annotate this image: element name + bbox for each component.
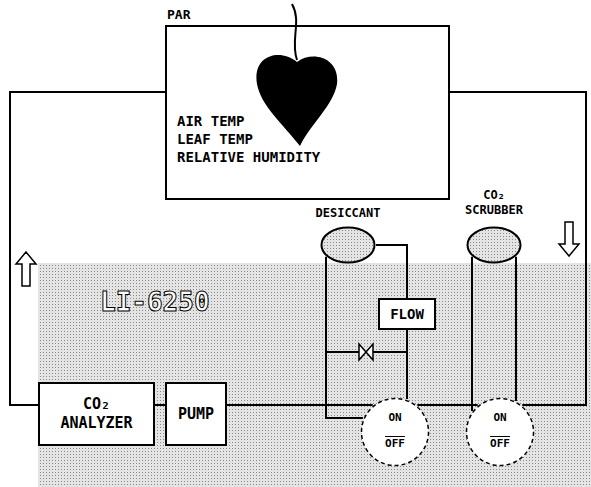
tube-connector: [155, 404, 165, 406]
leaf: [256, 55, 337, 146]
tube-connector: [471, 257, 473, 411]
analyzer-box: CO₂ ANALYZER: [38, 382, 155, 446]
leaf-stem: [292, 4, 297, 60]
tank-outline: [320, 226, 376, 264]
node-label: CO₂ ANALYZER: [52, 395, 142, 433]
node-label: ON: [465, 411, 535, 424]
tube-connector: [417, 404, 477, 406]
node-label: RELATIVE HUMIDITY: [177, 148, 320, 166]
valve-symbol: [359, 344, 373, 360]
node-label: LI-6250: [100, 287, 210, 317]
node-label: AIR TEMP: [177, 112, 244, 130]
node-label: FLOW: [390, 305, 424, 323]
pump-box: PUMP: [165, 382, 227, 446]
node-label: PAR: [167, 7, 190, 23]
instrument-band: LI-6250CO₂ ANALYZER PUMP FLOW ON OFF ON OFF: [38, 263, 591, 487]
leaf-chamber: PARAIR TEMPLEAF TEMPRELATIVE HUMIDITY: [165, 25, 450, 200]
flow-box: FLOW: [378, 298, 436, 330]
node-label: DESICCANT: [300, 206, 396, 221]
tube-connector: [227, 404, 373, 406]
node-label: OFF: [360, 437, 430, 450]
node-label: OFF: [465, 437, 535, 450]
tube-connector: [326, 257, 363, 418]
node-label: PUMP: [178, 405, 214, 424]
tube-connector: [10, 92, 165, 405]
switch-outline: [360, 397, 430, 467]
node-label: ON: [360, 411, 430, 424]
tank-outline: [466, 226, 522, 264]
tube-connector: [406, 330, 408, 399]
node-label: LEAF TEMP: [177, 130, 253, 148]
flow-arrow-up: [16, 252, 36, 286]
instrument-ground: [38, 263, 591, 487]
valve-switch: ON OFF: [465, 397, 535, 467]
tube-connector: [376, 245, 407, 298]
node-label: CO₂ SCRUBBER: [454, 188, 534, 218]
tube-connector: [450, 92, 586, 405]
desiccant-tube: DESICCANT: [320, 226, 376, 264]
scrubber-tube: CO₂ SCRUBBER: [466, 226, 522, 264]
switch-outline: [465, 397, 535, 467]
valve-switch: ON OFF: [360, 397, 430, 467]
flow-arrow-down: [559, 222, 579, 256]
tube-connector: [515, 257, 517, 401]
